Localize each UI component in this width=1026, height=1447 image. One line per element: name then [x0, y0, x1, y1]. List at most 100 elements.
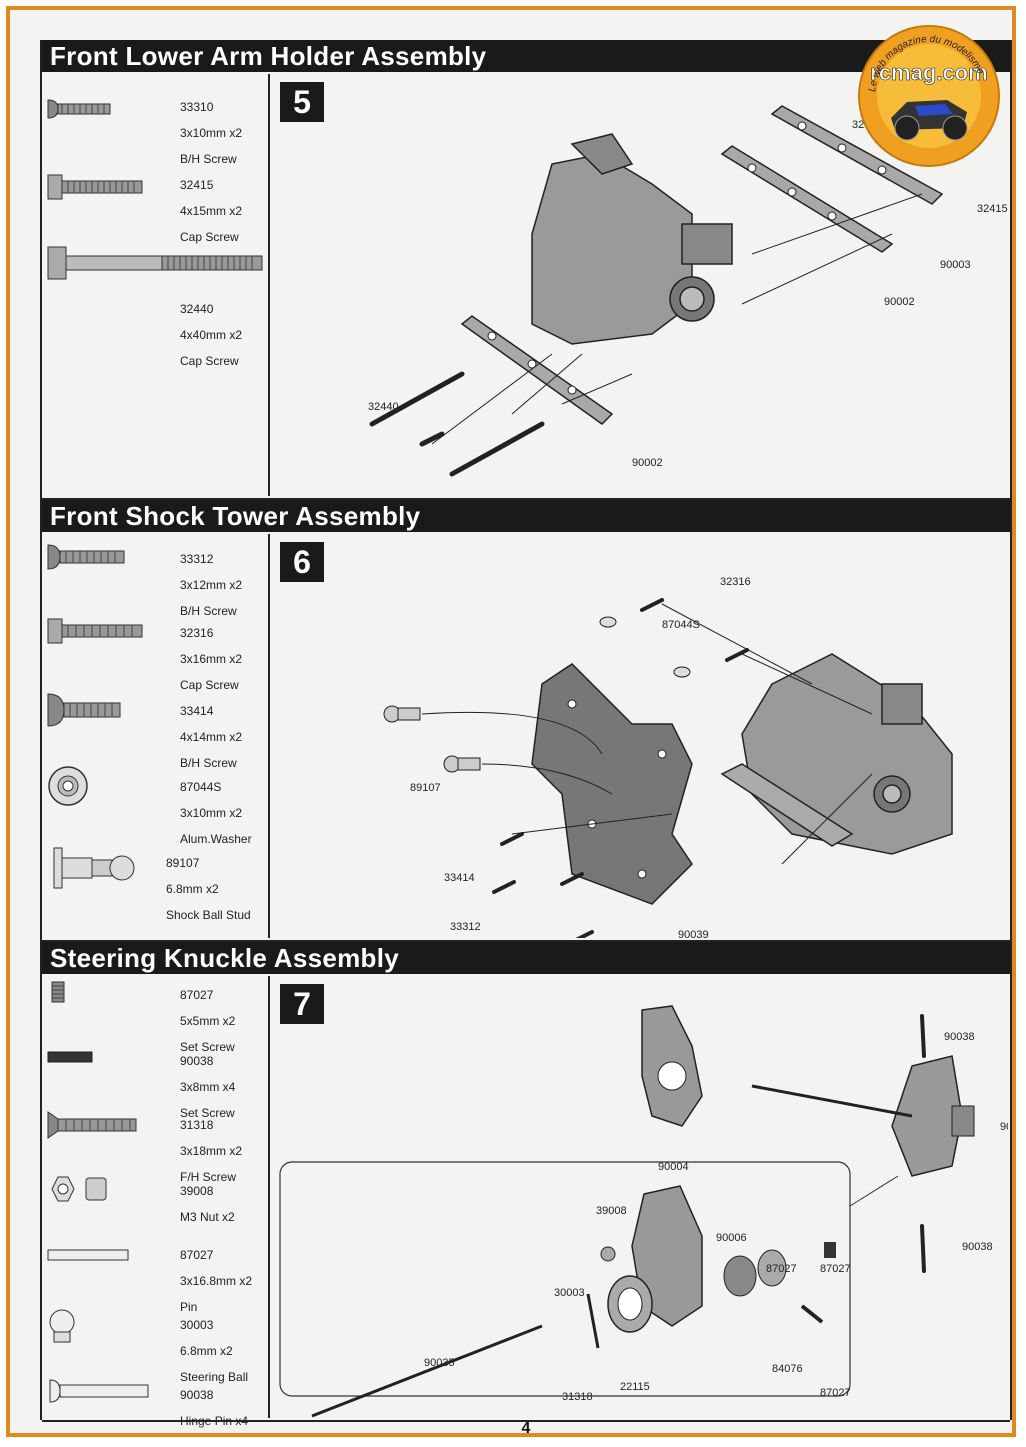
part-item: 33310 3x10mm x2 B/H Screw — [42, 88, 268, 166]
part-code: 31318 — [180, 1118, 214, 1132]
rcmag-logo: rcmag.com Le web magazine du modelisme — [858, 25, 1000, 167]
diagram-steering-knuckle: 90038 90038 90004 90038 39008 90006 8702… — [279, 1005, 1008, 1418]
part-size: 3x18mm x2 — [180, 1144, 243, 1158]
part-size: 3x8mm x4 — [180, 1080, 236, 1094]
part-name: Shock Ball Stud — [166, 908, 251, 922]
part-item: 89107 6.8mm x2 Shock Ball Stud — [42, 844, 268, 924]
part-name: Set Screw — [180, 1040, 235, 1054]
set-screw-icon — [47, 1051, 93, 1063]
part-label: 90002 — [632, 457, 663, 469]
pin-icon — [47, 1249, 129, 1261]
part-name: Set Screw — [180, 1106, 235, 1120]
part-size: 4x15mm x2 — [180, 204, 243, 218]
part-size: 3x16mm x2 — [180, 652, 243, 666]
page-number: 4 — [521, 1420, 531, 1437]
step-number: 7 — [280, 984, 324, 1024]
part-label: 31318 — [562, 1391, 593, 1403]
part-size: 4x40mm x2 — [180, 328, 243, 342]
button-head-screw-icon — [47, 99, 111, 119]
set-screw-icon — [51, 981, 65, 1003]
part-item: 90038 3x8mm x4 Set Screw — [42, 1042, 268, 1120]
part-size: Hinge Pin x4 — [180, 1414, 249, 1428]
part-item: 33312 3x12mm x2 B/H Screw — [42, 540, 268, 618]
part-label: 39008 — [596, 1205, 627, 1217]
part-label: 87044S — [662, 619, 700, 631]
part-size: 6.8mm x2 — [180, 1344, 233, 1358]
hinge-pin-icon — [49, 1379, 149, 1403]
part-item: 87044S 3x10mm x2 Alum.Washer — [42, 764, 268, 846]
part-label: 90038 — [962, 1241, 993, 1253]
part-item: 90038 Hinge Pin x4 — [42, 1374, 268, 1428]
part-name: F/H Screw — [180, 1170, 237, 1184]
part-label: 90002 — [884, 296, 915, 308]
part-item: 32415 4x15mm x2 Cap Screw — [42, 166, 268, 244]
part-label: 22115 — [620, 1381, 650, 1393]
button-head-screw-icon — [47, 544, 125, 570]
part-size: 3x10mm x2 — [180, 806, 243, 820]
part-item: 30003 6.8mm x2 Steering Ball — [42, 1306, 268, 1384]
part-name: Cap Screw — [180, 678, 239, 692]
part-item: 87027 5x5mm x2 Set Screw — [42, 976, 268, 1054]
part-size: 3x10mm x2 — [180, 126, 243, 140]
part-label: 90038 — [1000, 1121, 1008, 1133]
section-title: Front Lower Arm Holder Assembly — [42, 40, 1010, 72]
diagram-shock-tower: 32316 87044S 89107 33414 33312 90039 — [383, 576, 953, 938]
parts-list: 87027 5x5mm x2 Set Screw 90038 3x8mm x4 … — [42, 976, 270, 1428]
part-size: M3 Nut x2 — [180, 1210, 235, 1224]
part-label: 32440 — [368, 401, 399, 413]
part-label: 89107 — [410, 782, 441, 794]
part-label: 90004 — [658, 1161, 689, 1173]
part-code: 90038 — [180, 1388, 214, 1402]
washer-icon — [48, 766, 88, 806]
ball-stud-icon — [53, 847, 135, 889]
part-label: 84076 — [772, 1363, 803, 1375]
part-label: 87027 — [820, 1263, 851, 1275]
part-name: B/H Screw — [180, 604, 237, 618]
logo-brand: rcmag.com — [870, 60, 987, 85]
section-title: Front Shock Tower Assembly — [42, 500, 1010, 532]
part-code: 33414 — [180, 704, 214, 718]
part-name: Steering Ball — [180, 1370, 249, 1384]
part-name: Alum.Washer — [180, 832, 252, 846]
part-code: 90038 — [180, 1054, 214, 1068]
part-label: 33414 — [444, 872, 475, 884]
part-code: 87027 — [180, 1248, 214, 1262]
long-cap-screw-icon — [47, 246, 263, 280]
part-name: B/H Screw — [180, 756, 237, 770]
part-name: B/H Screw — [180, 152, 237, 166]
part-code: 33310 — [180, 100, 214, 114]
page-frame: Front Lower Arm Holder Assembly 33310 3x… — [6, 6, 1016, 1437]
section-title: Steering Knuckle Assembly — [42, 942, 1010, 974]
part-size: 5x5mm x2 — [180, 1014, 236, 1028]
part-code: 32316 — [180, 626, 214, 640]
manual-page: Front Lower Arm Holder Assembly 33310 3x… — [40, 40, 1012, 1437]
part-name: Cap Screw — [180, 354, 239, 368]
part-label: 32316 — [720, 576, 751, 588]
part-size: 3x12mm x2 — [180, 578, 243, 592]
part-item: 32440 4x40mm x2 Cap Screw — [42, 242, 268, 368]
nut-icon — [51, 1176, 107, 1202]
step-number: 5 — [280, 82, 324, 122]
parts-list: 33312 3x12mm x2 B/H Screw 32316 3x16mm x… — [42, 534, 270, 938]
part-item: 39008 M3 Nut x2 — [42, 1172, 268, 1232]
part-code: 32440 — [180, 302, 214, 316]
parts-list: 33310 3x10mm x2 B/H Screw 32415 4x15mm x… — [42, 74, 270, 496]
part-size: 3x16.8mm x2 — [180, 1274, 253, 1288]
part-item: 33414 4x14mm x2 B/H Screw — [42, 692, 268, 770]
part-label: 87027 — [766, 1263, 797, 1275]
part-label: 90003 — [940, 259, 971, 271]
part-item: 32316 3x16mm x2 Cap Screw — [42, 614, 268, 692]
cap-screw-icon — [47, 618, 143, 644]
button-head-screw-icon — [47, 693, 121, 727]
part-code: 30003 — [180, 1318, 214, 1332]
part-code: 33312 — [180, 552, 214, 566]
part-label: 90035 — [424, 1357, 455, 1369]
part-label: 90039 — [678, 929, 709, 938]
part-code: 87027 — [180, 988, 214, 1002]
part-name: Pin — [180, 1300, 198, 1314]
part-label: 87027 — [820, 1387, 851, 1399]
part-label: 30003 — [554, 1287, 585, 1299]
part-code: 89107 — [166, 856, 200, 870]
part-label: 90006 — [716, 1232, 747, 1244]
flat-head-screw-icon — [47, 1111, 137, 1139]
